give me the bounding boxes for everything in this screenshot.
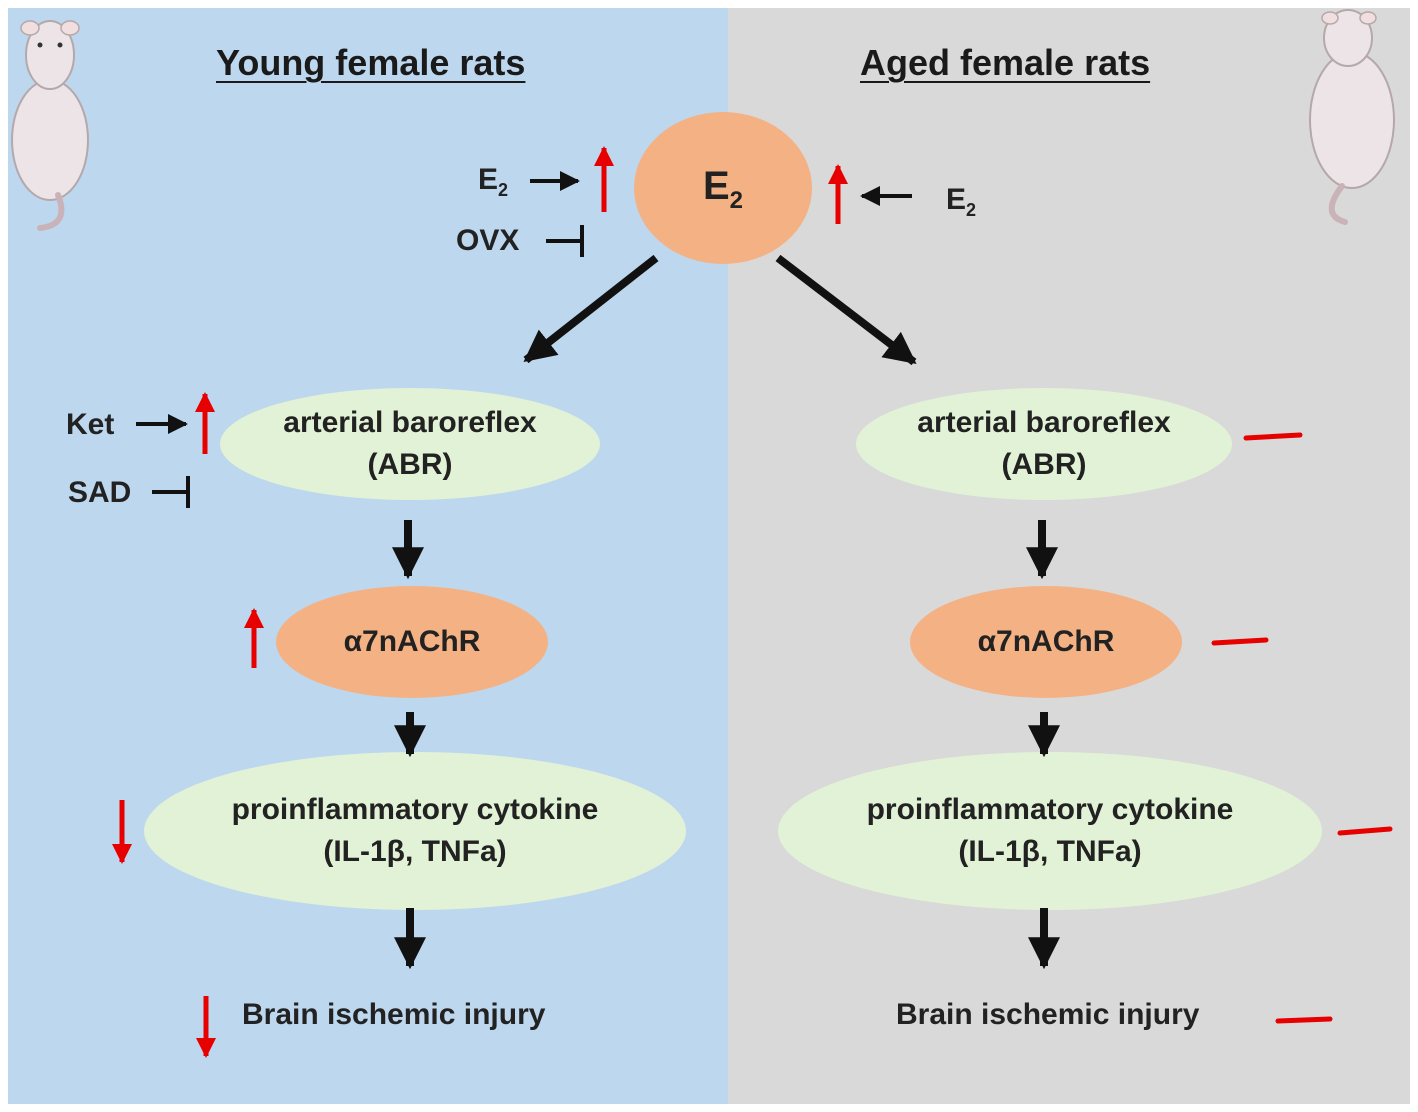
a7nachr-node-young: α7nAChR bbox=[276, 586, 548, 698]
e2-to-abr-young-arrow bbox=[523, 254, 659, 364]
sad-label: SAD bbox=[68, 476, 132, 509]
cytokine-node-aged: proinflammatory cytokine(IL-1β, TNFa) bbox=[778, 752, 1322, 910]
aged-panel-title: Aged female rats bbox=[860, 42, 1151, 83]
young-panel bbox=[8, 8, 728, 1104]
cytokine-no-change-mark-aged bbox=[1337, 826, 1393, 836]
a7nachr-node-aged: α7nAChR bbox=[910, 586, 1182, 698]
receptor-no-change-mark-aged bbox=[1211, 637, 1269, 646]
outcome-label-young: Brain ischemic injury bbox=[242, 998, 546, 1031]
rat-icon-right bbox=[1309, 9, 1395, 225]
injury-no-change-mark-aged bbox=[1275, 1016, 1333, 1024]
ket-label: Ket bbox=[66, 408, 115, 441]
ovx-inhibition-icon bbox=[546, 225, 584, 257]
cytokine-node-young: proinflammatory cytokine(IL-1β, TNFa) bbox=[144, 752, 686, 910]
e2-to-abr-aged-arrow bbox=[775, 254, 917, 366]
aged-panel bbox=[728, 8, 1410, 1104]
abr-node-young: arterial baroreflex(ABR) bbox=[220, 388, 600, 500]
outcome-label-aged: Brain ischemic injury bbox=[896, 998, 1200, 1031]
abr-no-change-mark-aged bbox=[1243, 432, 1303, 441]
e2-treatment-label-right: E2 bbox=[946, 183, 977, 220]
e2-node: E2 bbox=[634, 112, 812, 264]
young-panel-title: Young female rats bbox=[216, 42, 526, 83]
abr-node-aged: arterial baroreflex(ABR) bbox=[856, 388, 1232, 500]
sad-inhibition-icon bbox=[152, 476, 190, 508]
rat-icon-left bbox=[11, 20, 89, 231]
ovx-label: OVX bbox=[456, 224, 520, 257]
e2-treatment-label-left: E2 bbox=[478, 163, 509, 200]
